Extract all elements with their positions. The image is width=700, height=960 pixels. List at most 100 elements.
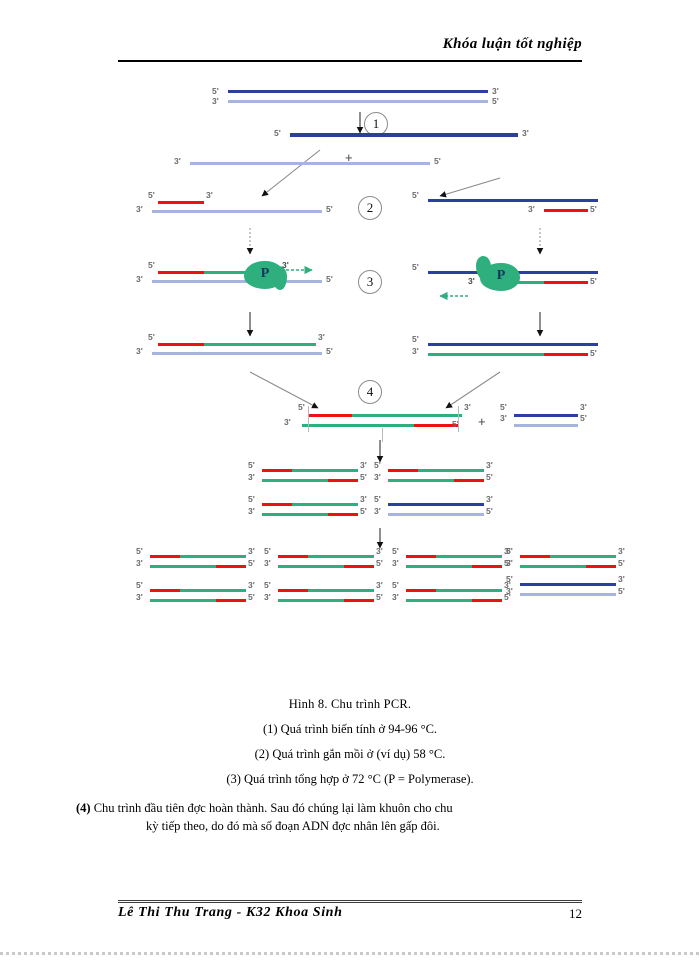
- label-5prime: 5': [500, 402, 507, 412]
- primer-red: [586, 565, 616, 568]
- primer-red: [328, 513, 358, 516]
- label-5prime: 5': [326, 274, 333, 284]
- strand-new-green: [352, 414, 462, 417]
- label-3prime: 3': [136, 558, 143, 568]
- label-3prime: 3': [522, 128, 529, 138]
- label-3prime: 3': [248, 580, 255, 590]
- boundary-tick: [308, 406, 309, 432]
- strand-new-green: [278, 599, 344, 602]
- label-3prime: 3': [136, 346, 143, 356]
- strand-new-green: [278, 565, 344, 568]
- strand-new-green: [150, 599, 216, 602]
- label-5prime: 5': [580, 413, 587, 423]
- primer-red: [544, 209, 588, 212]
- dna-duplex-original: 5' 3' 3' 5': [212, 86, 499, 110]
- label-5prime: 5': [326, 204, 333, 214]
- diagram-connectors: [246, 112, 544, 549]
- label-3prime: 3': [376, 546, 383, 556]
- label-3prime: 3': [412, 346, 419, 356]
- label-3prime: 3': [618, 574, 625, 584]
- label-3prime: 3': [500, 413, 507, 423]
- footer-page-number: 12: [569, 906, 582, 921]
- polymerase-enzyme: P: [244, 258, 288, 292]
- label-5prime: 5': [486, 506, 493, 516]
- strand-template-dark: [520, 583, 616, 586]
- step-marker-4: 4: [358, 380, 382, 404]
- label-5prime: 5': [136, 580, 143, 590]
- primer-red: [262, 469, 292, 472]
- primer-red: [472, 565, 502, 568]
- label-3prime: 3': [506, 558, 513, 568]
- primer-red: [454, 479, 484, 482]
- strand-new-green: [406, 599, 472, 602]
- dna-product-left: 5' 3' 3' 5': [136, 332, 333, 362]
- label-3prime: 3': [580, 402, 587, 412]
- plus-sign: +: [345, 150, 353, 165]
- footer-author: Lê Thi Thu Trang - K32 Khoa Sinh: [118, 905, 343, 920]
- label-3prime: 3': [486, 460, 493, 470]
- dna-duplex-gen2-template: 5' 3' 3' 5': [374, 494, 493, 522]
- dna-amplicon-central: 5' 3' 3' 5': [284, 402, 471, 442]
- label-5prime: 5': [590, 276, 597, 286]
- label-5prime: 5': [506, 546, 513, 556]
- label-3prime: 3': [392, 558, 399, 568]
- label-3prime: 3': [264, 558, 271, 568]
- label-5prime: 5': [298, 402, 305, 412]
- label-5prime: 5': [618, 558, 625, 568]
- strand-new-green: [436, 555, 502, 558]
- dna-product-right: 5' 3' 5': [412, 334, 598, 362]
- primer-red: [216, 565, 246, 568]
- dna-duplex-gen3: 5' 3' 3' 5': [392, 546, 511, 574]
- footer-divider: [118, 900, 582, 903]
- polymerase-label: P: [260, 266, 270, 281]
- primer-red: [328, 479, 358, 482]
- polymerase-lobe: [476, 256, 491, 280]
- strand-template-dark: [388, 503, 484, 506]
- label-5prime: 5': [248, 558, 255, 568]
- plus-sign: +: [478, 414, 486, 429]
- strand-template-light: [514, 424, 578, 427]
- label-5prime: 5': [590, 348, 597, 358]
- primer-red: [158, 271, 204, 274]
- label-5prime: 5': [374, 460, 381, 470]
- primer-red: [344, 565, 374, 568]
- strand-new-green: [428, 353, 544, 356]
- strand-new-green: [550, 555, 616, 558]
- label-3prime: 3': [136, 592, 143, 602]
- strand-separated-dark: 5' 3': [274, 128, 529, 141]
- strand-template-bottom: [228, 100, 488, 103]
- label-5prime: 5': [376, 592, 383, 602]
- label-5prime: 5': [274, 128, 281, 138]
- strand-template-dark: [290, 133, 518, 137]
- label-3prime: 3': [282, 260, 289, 270]
- label-3prime: 3': [504, 546, 511, 556]
- dna-duplex-gen2: 5' 3' 3' 5': [248, 460, 367, 488]
- primer-red: [308, 414, 352, 417]
- strand-template-dark: [428, 343, 598, 346]
- strand-new-green: [498, 281, 544, 284]
- label-3prime: 3': [248, 472, 255, 482]
- dna-annealed-right: 5' 3' 5': [412, 190, 598, 218]
- strand-new-green: [204, 343, 316, 346]
- label-5prime: 5': [148, 190, 155, 200]
- label-5prime: 5': [148, 260, 155, 270]
- label-5prime: 5': [264, 580, 271, 590]
- label-5prime: 5': [618, 586, 625, 596]
- label-3prime: 3': [136, 274, 143, 284]
- primer-red: [406, 589, 436, 592]
- caption-step-1: (1) Quá trình biến tính ở 94-96 °C.: [262, 722, 438, 737]
- dna-annealed-left: 5' 3' 3' 5': [136, 190, 333, 220]
- label-5prime: 5': [248, 592, 255, 602]
- page-title: Khóa luận tốt nghiệp: [442, 36, 582, 52]
- strand-new-green: [302, 424, 414, 427]
- strand-new-green: [406, 565, 472, 568]
- label-5prime: 5': [136, 546, 143, 556]
- label-3prime: 3': [248, 506, 255, 516]
- dna-duplex-gen3-template: 5' 3' 3' 5': [506, 574, 625, 602]
- primer-red: [262, 503, 292, 506]
- strand-template-light: [152, 210, 322, 213]
- label-5prime: 5': [504, 592, 511, 602]
- label-5prime: 5': [248, 460, 255, 470]
- strand-new-green: [436, 589, 502, 592]
- label-5prime: 5': [360, 506, 367, 516]
